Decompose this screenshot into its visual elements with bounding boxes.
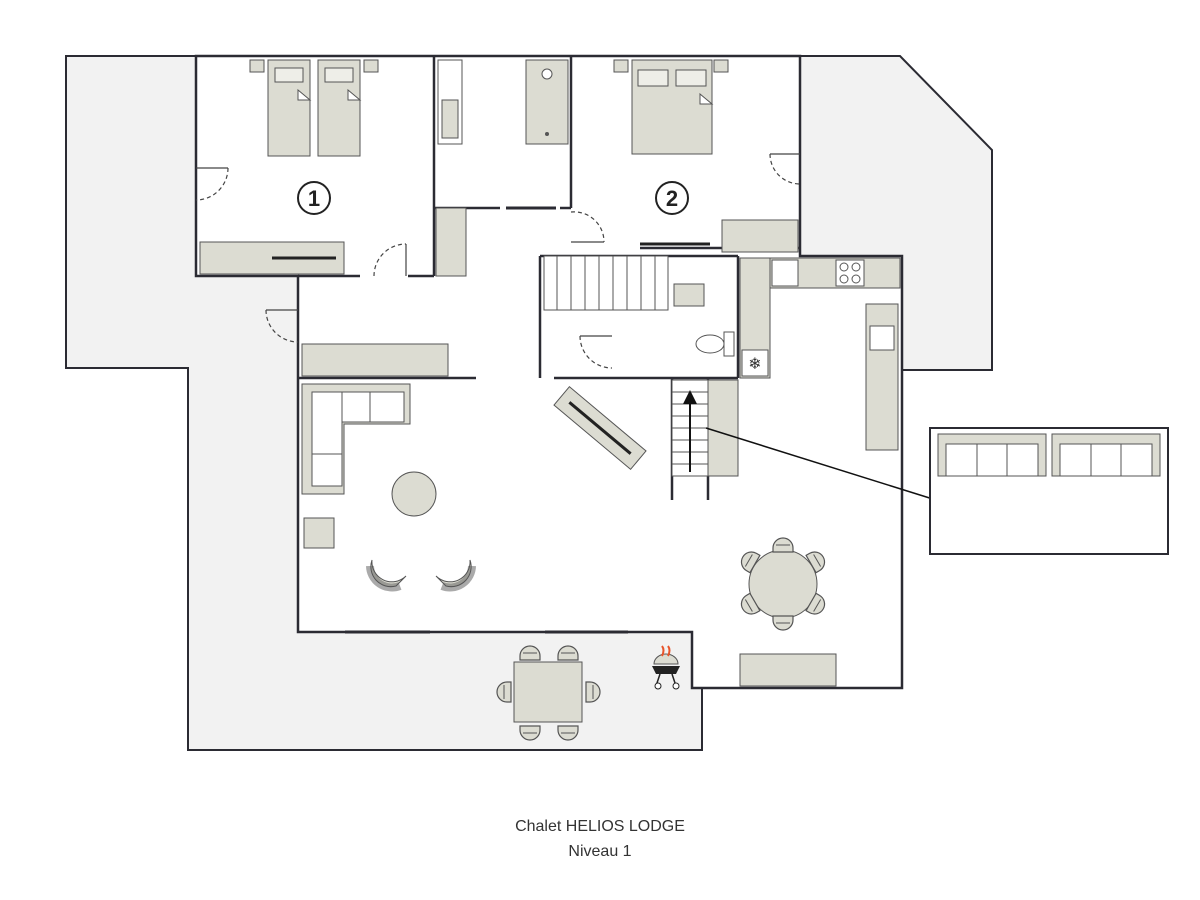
sink-icon <box>869 325 895 351</box>
stairs <box>543 255 669 311</box>
toilet-icon <box>695 331 735 357</box>
kitchen: ❄ <box>739 257 901 451</box>
interior-area <box>194 54 904 690</box>
room-number-badge <box>297 181 331 215</box>
oven-icon <box>771 259 799 287</box>
barbecue-icon <box>652 645 680 690</box>
tv-unit <box>553 385 647 471</box>
table-icon <box>748 549 818 619</box>
stairs-arrow-icon <box>683 390 697 472</box>
bed-icon <box>613 59 729 155</box>
wardrobe <box>199 241 345 275</box>
side-table <box>303 517 335 549</box>
plan-subtitle: Niveau 1 <box>568 843 632 860</box>
wardrobe <box>721 219 799 253</box>
room-number-badge <box>655 181 689 215</box>
sofa-icon <box>301 383 411 495</box>
cabinet <box>301 343 449 377</box>
bathroom <box>435 59 569 277</box>
armchair-icon <box>435 559 476 592</box>
sideboard <box>739 653 837 687</box>
doors <box>195 153 801 369</box>
sink-icon <box>673 283 705 307</box>
plan-title: Chalet HELIOS LODGE <box>515 818 685 835</box>
sliding-doors <box>345 206 628 634</box>
room-number-1: 1 <box>308 186 320 211</box>
bed-icon <box>249 59 379 157</box>
room-number-2: 2 <box>666 186 678 211</box>
stove-icon <box>835 259 865 287</box>
armchair-icon <box>366 559 407 592</box>
inset-sofas <box>929 427 1169 555</box>
svg-text:❄: ❄ <box>748 354 761 373</box>
fridge-icon <box>741 349 769 377</box>
coffee-table <box>391 471 437 517</box>
table-icon <box>513 661 583 723</box>
